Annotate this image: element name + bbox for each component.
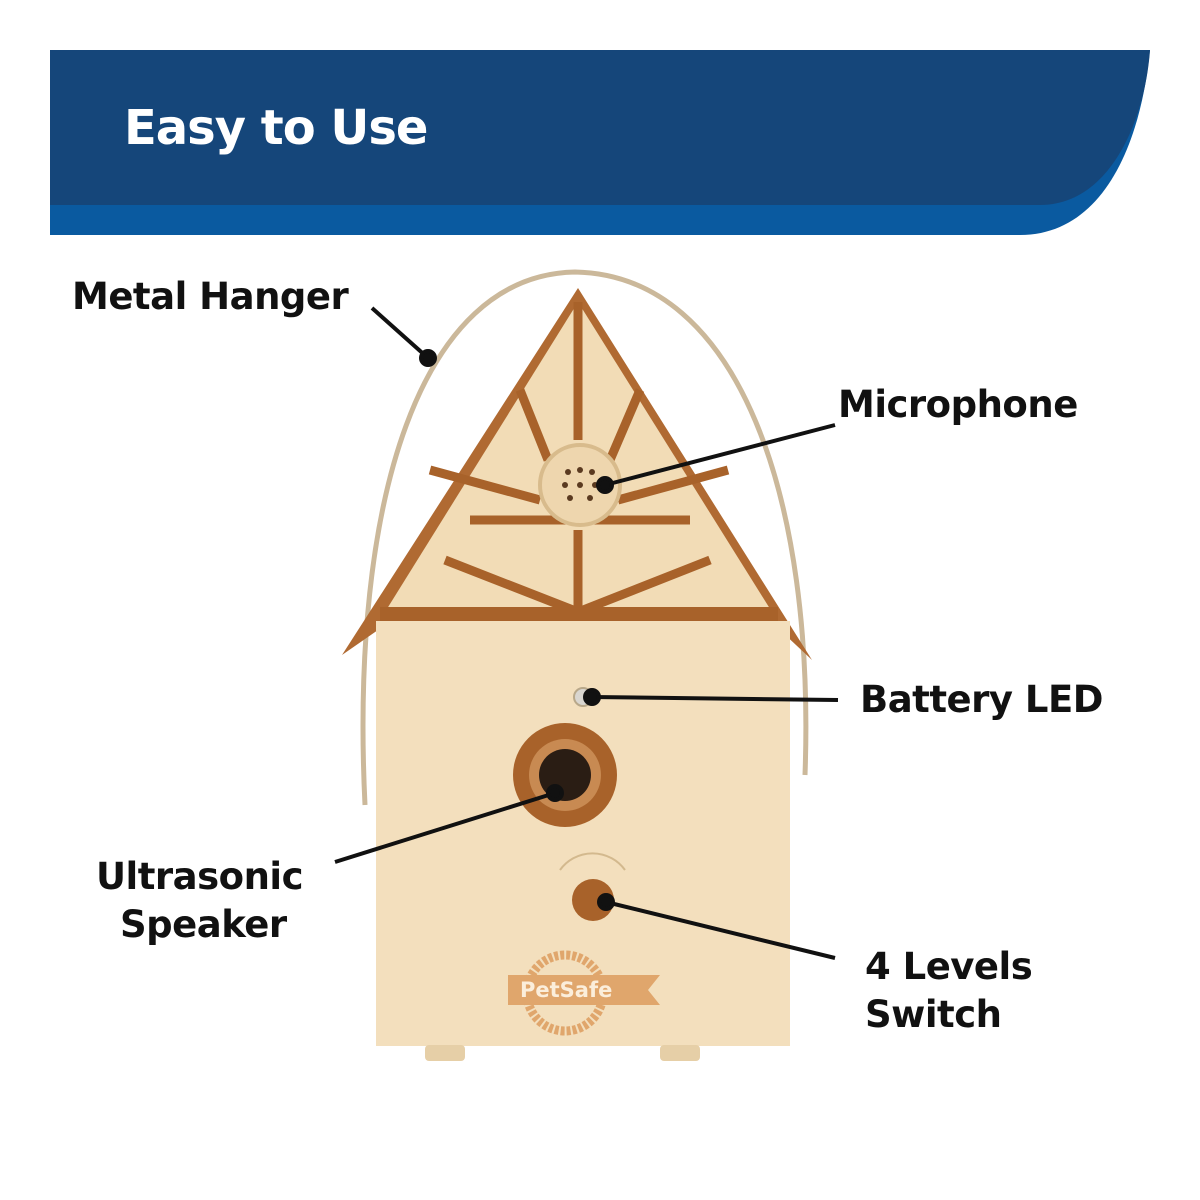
label-switch-line1: 4 Levels	[865, 945, 1033, 988]
label-microphone: Microphone	[838, 383, 1078, 426]
label-switch-line2: Switch	[865, 993, 1002, 1036]
label-speaker-line1: Ultrasonic	[96, 855, 304, 898]
foot-right	[660, 1045, 700, 1061]
logo-text: PetSafe	[520, 978, 613, 1002]
banner-title: Easy to Use	[124, 100, 428, 156]
label-speaker-line2: Speaker	[120, 903, 287, 946]
switch-scale	[559, 852, 626, 871]
roof-trim	[428, 302, 730, 617]
callout-lines	[334, 306, 839, 960]
label-metal-hanger: Metal Hanger	[72, 275, 349, 318]
roof-band	[380, 607, 778, 621]
metal-hanger	[360, 269, 809, 806]
foot-left	[425, 1045, 465, 1061]
petsafe-logo	[508, 950, 660, 1036]
banner-background	[50, 50, 1150, 205]
label-battery-led: Battery LED	[860, 678, 1103, 721]
